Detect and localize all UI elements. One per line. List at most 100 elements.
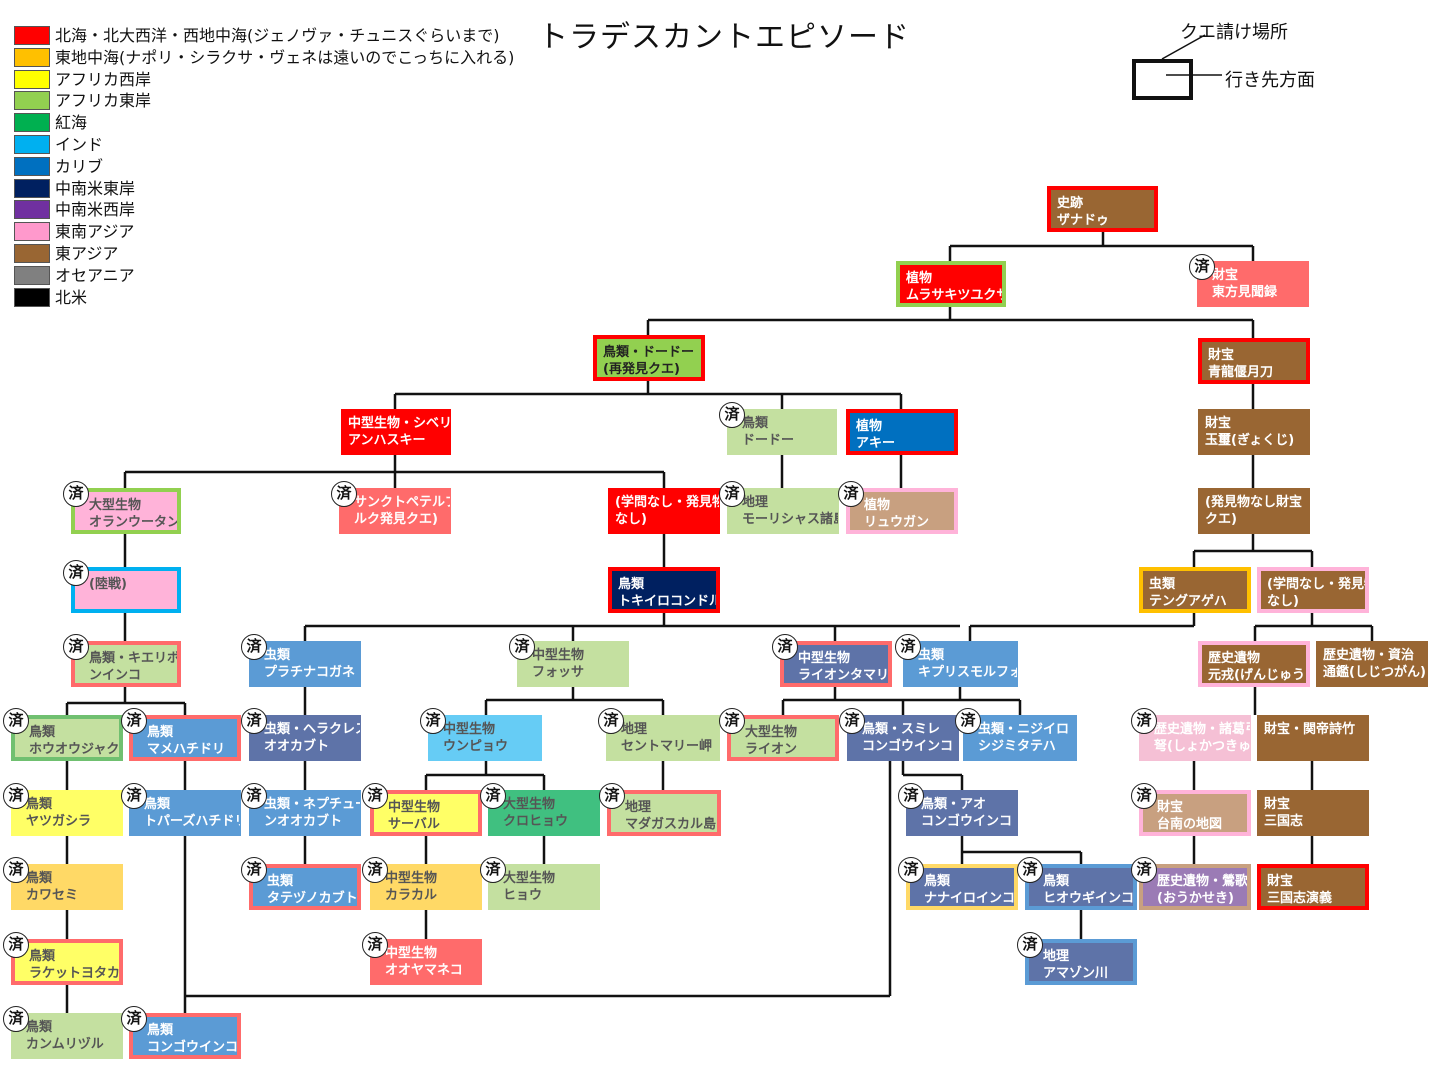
node-label: 大型生物 [503,797,556,812]
legend-label: 東地中海(ナポリ・シラクサ・ヴェネは遠いのでこっちに入れる) [55,47,515,67]
node-nogaku2: (学問なし・発見物なし) [1257,567,1369,613]
done-mark: 済 [420,708,446,734]
node-label: 中型生物・シベリ [348,416,451,431]
node-label: 鳥類 [618,577,645,592]
node-label: プラチナコガネ [264,665,356,680]
node-label: 植物 [906,271,933,286]
node-liontamarin: 中型生物ライオンタマリン [780,641,892,687]
legend-label: 北海・北大西洋・西地中海(ジェノヴァ・チュニスぐらいまで) [55,26,500,45]
node-nogaku: (学問なし・発見物なし) [608,488,720,534]
node-label: マダガスカル島 [625,817,717,832]
node-label: (おうかせき) [1157,891,1234,906]
node-label: 財宝 [1267,874,1294,889]
done-mark: 済 [362,783,388,809]
node-oukaseki: 歴史遺物・鶯歌石(おうかせき) [1139,864,1251,910]
node-label: ヤツガシラ [26,814,92,829]
node-yatsugashira: 鳥類ヤツガシラ [11,790,123,836]
node-label: 鳥類 [29,725,56,740]
done-mark: 済 [719,481,745,507]
node-neptune: 虫類・ネプチューンオオカブト [249,790,361,836]
node-sankt: サンクトペテルブルク発見クエ) [339,488,451,534]
node-murasaki: 植物ムラサキツユクサ [896,261,1006,307]
legend-swatch [14,113,50,133]
node-label: 歴史遺物・諸葛弓 [1154,722,1251,737]
node-label: ンオオカブト [264,814,343,829]
node-label: オランウータン [89,515,181,530]
node-label: 中型生物 [532,648,585,663]
node-label: なし) [615,512,647,527]
done-mark: 済 [121,1006,147,1032]
node-tsugan: 歴史遺物・資治通鑑(しじつがん) [1316,641,1428,687]
node-kongou: 鳥類コンゴウインコ [129,1013,241,1059]
node-label: ホウオウジャク [29,742,120,757]
node-label: (陸戦) [89,577,127,592]
node-label: ナナイロインコ [924,891,1016,906]
node-label: ライオンタマリン [798,668,892,683]
node-sangokushi: 財宝三国志 [1257,790,1369,836]
node-cypris: 虫類キプリスモルフォ [903,641,1018,687]
done-mark: 済 [839,708,865,734]
node-serval: 中型生物サーバル [370,790,482,836]
node-label: 大型生物 [89,498,142,513]
node-ooyamaneko: 中型生物オオヤマネコ [370,939,482,985]
quest-place-label: クエ請け場所 [1180,22,1288,43]
legend-swatch [14,156,50,176]
legend-swatch [14,69,50,89]
node-ao: 鳥類・アオコンゴウインコ [906,790,1018,836]
legend-label: インド [55,135,104,154]
node-amazon: 地理アマゾン川 [1025,939,1137,985]
done-mark: 済 [895,634,921,660]
done-mark: 済 [241,857,267,883]
node-label: セントマリー岬 [621,739,713,754]
node-label: 鳥類・ドードー [603,345,695,360]
node-label: 鳥類・アオ [921,797,987,812]
node-label: 玉璽(ぎょくじ) [1205,433,1295,448]
node-label: 歴史遺物・資治 [1323,648,1415,663]
node-label: カラカル [385,888,438,903]
done-mark: 済 [121,708,147,734]
node-label: コンゴウインコ [147,1040,239,1055]
node-label: 中型生物 [798,651,851,666]
node-label: 虫類 [264,648,291,663]
done-mark: 済 [241,783,267,809]
legend-swatch [14,222,50,242]
node-label: サンクトペテルブ [354,495,451,510]
node-label: 鳥類 [26,797,53,812]
node-label: ザナドゥ [1057,213,1110,228]
node-genkan: 歴史遺物元戎(げんじゅう) [1198,641,1310,687]
legend-label: アフリカ東岸 [55,91,152,111]
destination-label: 行き先方面 [1225,70,1315,91]
node-seiryu: 財宝青龍偃月刀 [1198,338,1310,384]
legend-swatch [14,135,50,154]
node-condor: 鳥類トキイロコンドル [608,567,720,613]
legend-swatch [14,47,50,67]
node-label: 鳥類 [1043,874,1070,889]
node-label: 虫類 [267,874,294,889]
done-mark: 済 [719,402,745,428]
node-label: ヒオウギインコ [1043,891,1135,906]
node-label: (学問なし・発見物 [1267,577,1369,592]
node-kanmuri: 鳥類カンムリヅル [11,1013,123,1059]
node-label: 植物 [856,419,883,434]
done-mark: 済 [480,857,506,883]
node-label: 歴史遺物 [1208,651,1261,666]
node-gyokuji: 財宝玉璽(ぎょくじ) [1198,409,1310,455]
node-label: クロヒョウ [503,814,569,829]
done-mark: 済 [362,857,388,883]
node-sumire: 鳥類・スミレコンゴウインコ [847,715,959,761]
node-fossa: 中型生物フォッサ [517,641,629,687]
node-rikusen: (陸戦) [71,567,181,613]
node-label: 三国志演義 [1267,891,1333,906]
done-mark: 済 [241,708,267,734]
done-mark: 済 [1131,783,1157,809]
legend-swatch [14,287,50,307]
node-label: 鳥類 [924,874,951,889]
node-label: 鳥類 [29,949,56,964]
node-madagascar: 地理マダガスカル島 [607,790,721,836]
node-label: モーリシャス諸島 [742,512,839,527]
node-label: リュウガン [864,515,930,530]
node-platina: 虫類プラチナコガネ [249,641,361,687]
node-label: オオカブト [264,739,330,754]
legend-swatch [14,244,50,263]
